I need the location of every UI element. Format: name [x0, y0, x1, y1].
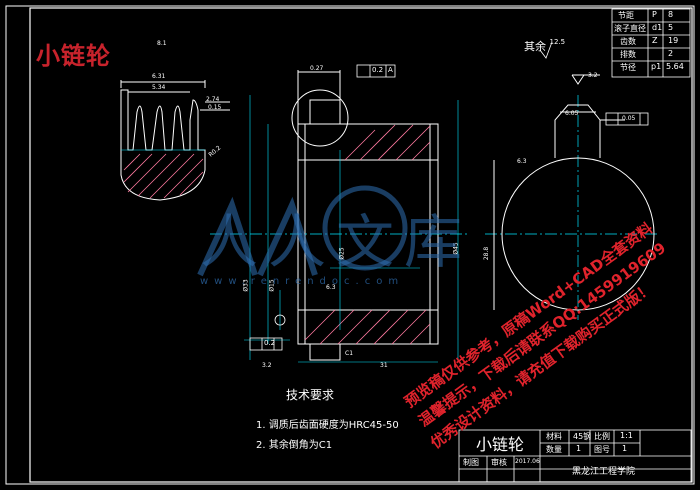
tech-req-heading: 技术要求 [286, 388, 335, 402]
dim-label: 31 [380, 362, 388, 369]
scale-value: 1:1 [620, 431, 633, 440]
drawing-no: 1 [622, 444, 628, 453]
param-val: 5 [668, 23, 674, 32]
material-label: 材料 [546, 432, 562, 441]
dim-label: 0.27 [310, 65, 324, 72]
school: 黑龙江工程学院 [572, 467, 636, 477]
watermark-logo [197, 185, 408, 277]
tol-value: 0.2 [264, 339, 276, 347]
qty-label: 数量 [546, 445, 562, 454]
param-name: 排数 [620, 50, 636, 59]
dim-label: C1 [345, 350, 354, 357]
dim-label: 28.8 [483, 246, 491, 261]
drawing-border [29, 7, 693, 483]
param-val: 5.64 [666, 62, 684, 71]
dim-lines [244, 95, 459, 363]
dim-label: 0.05 [622, 115, 636, 122]
dim-label: 3.2 [262, 362, 272, 369]
scale-label: 比例 [594, 432, 610, 441]
tol-datum: A [388, 66, 393, 74]
tech-req-item: 1. 调质后齿面硬度为HRC45-50 [256, 420, 399, 431]
dim-label: 0.15 [208, 104, 222, 111]
qty-value: 1 [576, 444, 582, 453]
date: 2017.06 [515, 458, 540, 465]
drawn-label: 制图 [463, 458, 479, 467]
param-val: 8 [668, 10, 674, 19]
dim-label: 6.05 [565, 110, 579, 117]
dim-label: 6.3 [517, 158, 527, 165]
roughness-note-label: 其余 [524, 40, 546, 53]
dim-label: 6.3 [326, 284, 336, 291]
param-sym: P [652, 10, 657, 19]
param-name: 齿数 [620, 37, 636, 46]
param-name: 节距 [618, 11, 634, 20]
dim-label: 3.2 [588, 72, 598, 79]
section-hatch [304, 124, 431, 345]
tech-req-item: 2. 其余倒角为C1 [256, 440, 333, 451]
tolerance-frames [249, 64, 649, 351]
watermark-url: www.renrendoc.com [200, 276, 405, 287]
param-sym: Z [652, 36, 658, 45]
dim-label: 5.34 [152, 84, 166, 91]
drawing-no-label: 图号 [594, 445, 610, 454]
param-sym: p1 [651, 62, 662, 71]
dim-label: 8.1 [157, 40, 167, 47]
param-name: 滚子直径 [614, 24, 646, 33]
param-sym: d1 [652, 23, 663, 32]
material-value: 45钢 [573, 432, 592, 441]
tooth-hatch [123, 153, 204, 199]
roughness-note-value: 12.5 [549, 38, 566, 46]
param-val: 2 [668, 49, 674, 58]
checked-label: 审核 [491, 458, 507, 467]
part-title: 小链轮 [36, 41, 111, 70]
tol-value: 0.2 [372, 66, 384, 74]
title-block-name: 小链轮 [476, 435, 525, 454]
watermark-brand: 人人文库 [200, 208, 473, 276]
roughness-note: 其余 12.5 [524, 38, 565, 54]
param-val: 19 [668, 36, 679, 45]
end-view [493, 74, 655, 311]
param-name: 节径 [620, 63, 636, 72]
title-block [458, 429, 692, 483]
dim-label: 2.74 [206, 96, 220, 103]
tooth-profile-detail [120, 80, 230, 201]
param-table [611, 8, 691, 78]
dim-label: 6.31 [152, 73, 166, 80]
